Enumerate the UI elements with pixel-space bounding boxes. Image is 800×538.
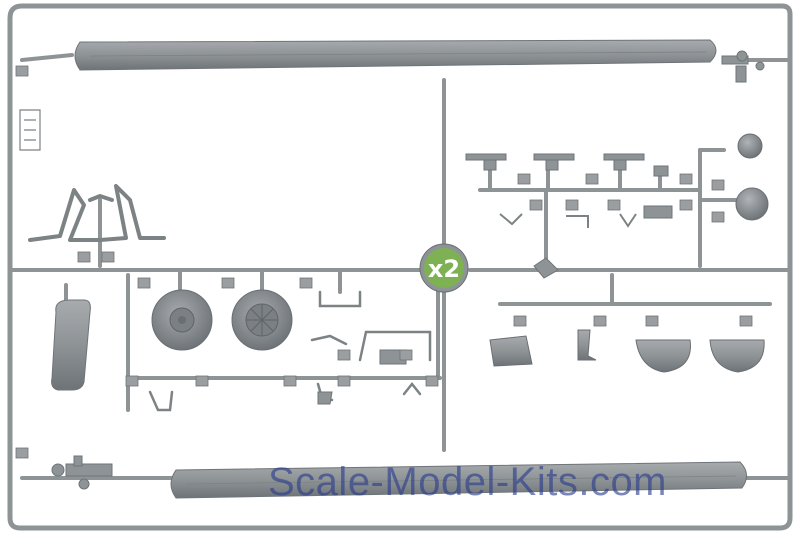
watermark-text: Scale-Model-Kits.com — [268, 460, 668, 504]
rotor-blade-upper — [74, 39, 717, 71]
machine-guns — [465, 153, 645, 171]
sprue-frame — [7, 3, 793, 531]
wheel-right — [231, 289, 293, 351]
sprue-gates — [15, 65, 753, 459]
pilot-seat — [51, 299, 91, 391]
quantity-badge: x2 — [419, 243, 469, 293]
small-parts-left — [148, 290, 432, 412]
brand-emboss-logo — [19, 109, 41, 151]
sprue-runners — [10, 53, 790, 480]
wheel-left — [151, 289, 213, 351]
spherical-parts — [735, 133, 769, 221]
right-lower-parts — [489, 329, 765, 373]
rotor-hub-lower — [51, 455, 113, 490]
quantity-badge-text: x2 — [428, 255, 460, 283]
rotor-hub-upper — [721, 50, 765, 83]
right-upper-small-parts — [499, 165, 673, 279]
rotor-blade-lower — [170, 461, 747, 499]
small-parts-fill — [317, 349, 407, 405]
landing-gear-struts — [28, 184, 166, 242]
